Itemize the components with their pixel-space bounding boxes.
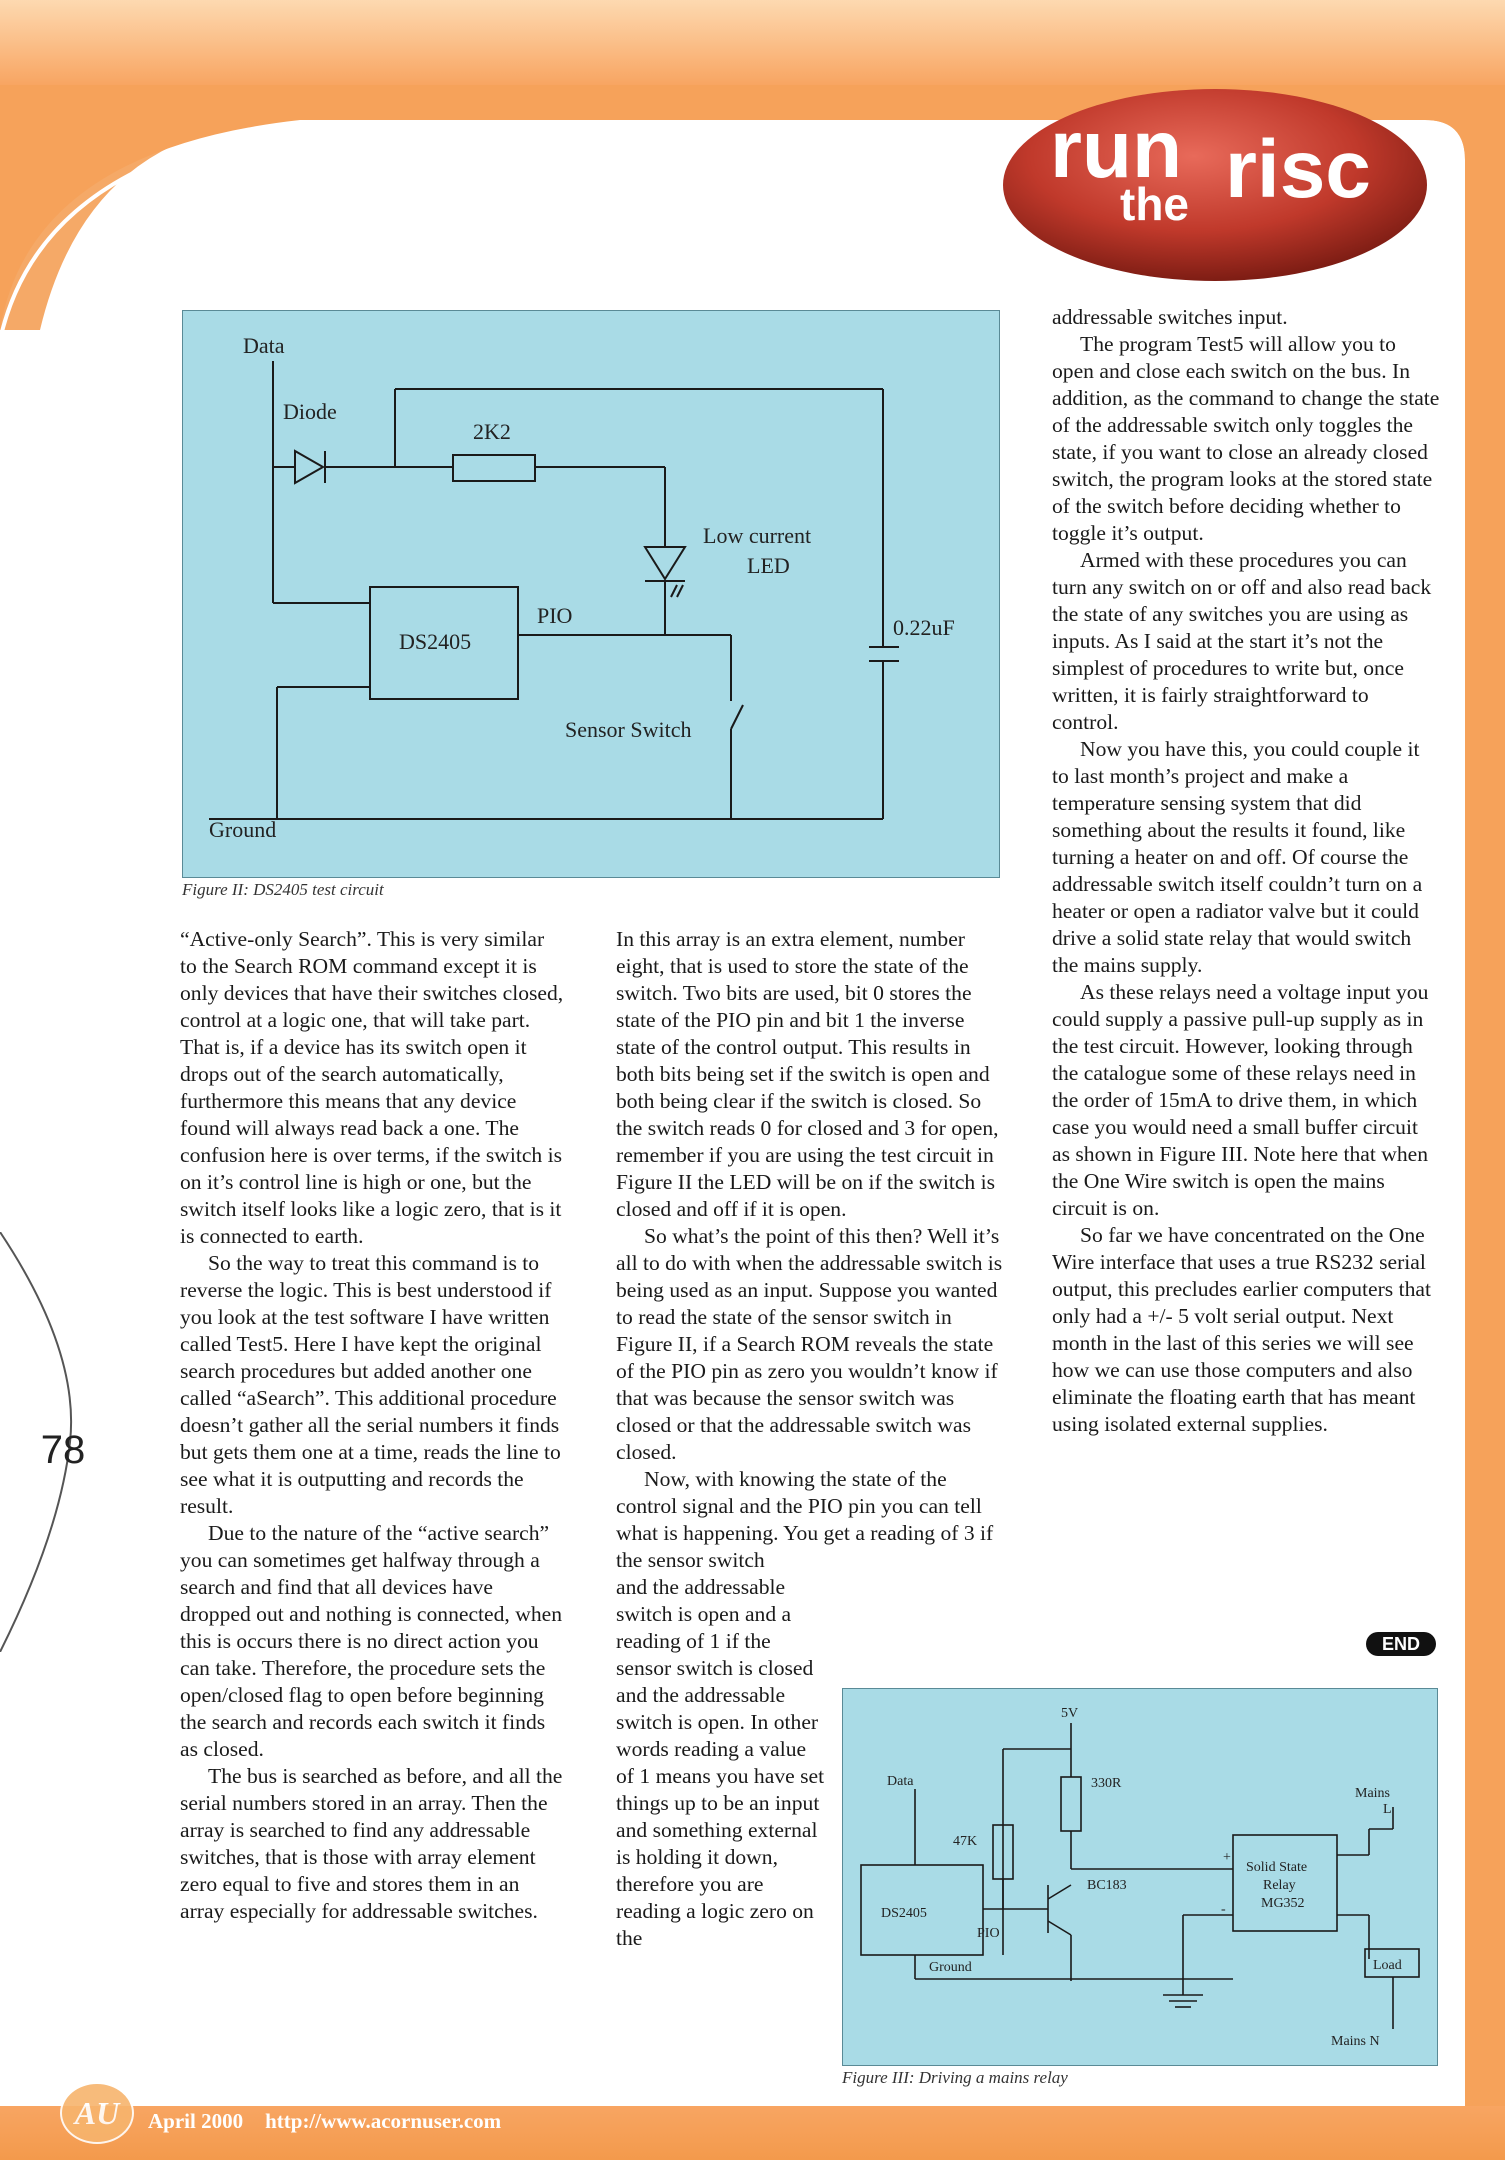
end-badge: END xyxy=(1366,1632,1436,1656)
page-number: 78 xyxy=(40,1428,86,1472)
label-pio: PIO xyxy=(977,1926,1000,1941)
label-minus: - xyxy=(1221,1902,1226,1917)
label-5v: 5V xyxy=(1061,1706,1078,1721)
figure-iii-caption: Figure III: Driving a mains relay xyxy=(842,2068,1068,2087)
label-l: L xyxy=(1383,1802,1392,1817)
run-the-risc-logo: run the risc xyxy=(1000,85,1430,285)
website-url: http://www.acornuser.com xyxy=(265,2109,502,2133)
logo-text-risc: risc xyxy=(1225,124,1371,215)
paragraph: As these relays need a voltage input you… xyxy=(1052,980,1429,1220)
label-plus: + xyxy=(1223,1850,1231,1865)
paragraph: Due to the nature of the “active search”… xyxy=(180,1521,563,1761)
paragraph: So the way to treat this command is to r… xyxy=(180,1251,561,1518)
label-data: Data xyxy=(887,1774,914,1789)
article-column-2: In this array is an extra element, numbe… xyxy=(616,926,1006,1952)
paragraph: Now, with knowing the state of the contr… xyxy=(616,1467,994,1572)
label-sensor-switch: Sensor Switch xyxy=(565,717,692,742)
label-diode: Diode xyxy=(283,399,337,424)
issue-date: April 2000 xyxy=(148,2109,244,2133)
paragraph: Now you have this, you could couple it t… xyxy=(1052,737,1423,977)
paragraph: So what’s the point of this then? Well i… xyxy=(616,1224,1003,1464)
label-data: Data xyxy=(243,333,285,358)
label-relay: Relay xyxy=(1263,1878,1296,1893)
logo-text-run: run xyxy=(1050,104,1182,195)
label-pio: PIO xyxy=(537,603,572,628)
label-ground: Ground xyxy=(929,1960,972,1975)
label-solid-state: Solid State xyxy=(1246,1860,1307,1875)
label-mg352: MG352 xyxy=(1261,1896,1305,1911)
paragraph: The program Test5 will allow you to open… xyxy=(1052,332,1440,545)
header-band xyxy=(0,0,1505,85)
paragraph: and the addressable switch is open and a… xyxy=(616,1575,825,1950)
label-low-current: Low current xyxy=(703,523,811,548)
article-column-3: addressable switches input. The program … xyxy=(1052,304,1440,1438)
figure-iii-circuit: 5V Data 330R Mains L 47K + Solid State R… xyxy=(842,1688,1438,2066)
logo-text-the: the xyxy=(1120,178,1189,230)
label-330r: 330R xyxy=(1091,1776,1122,1791)
footer-band xyxy=(0,2106,1505,2160)
label-capacitor: 0.22uF xyxy=(893,615,955,640)
label-led: LED xyxy=(747,553,790,578)
footer-text: April 2000 http://www.acornuser.com xyxy=(148,2108,501,2134)
article-column-1: “Active-only Search”. This is very simil… xyxy=(180,926,565,1925)
label-ds2405: DS2405 xyxy=(881,1906,927,1921)
label-bc183: BC183 xyxy=(1087,1878,1127,1893)
figure-ii-caption: Figure II: DS2405 test circuit xyxy=(182,880,384,899)
page-tab xyxy=(0,1232,73,1652)
paragraph: In this array is an extra element, numbe… xyxy=(616,927,999,1221)
paragraph: The bus is searched as before, and all t… xyxy=(180,1764,563,1923)
paragraph: “Active-only Search”. This is very simil… xyxy=(180,927,564,1248)
acorn-user-logo: AU xyxy=(60,2082,134,2144)
paragraph: addressable switches input. xyxy=(1052,305,1288,329)
label-ground: Ground xyxy=(209,817,276,842)
label-mains: Mains xyxy=(1355,1786,1390,1801)
figure-ii-circuit: Data Diode 2K2 Low current LED DS2405 PI… xyxy=(182,310,1000,878)
label-2k2: 2K2 xyxy=(473,419,511,444)
label-ds2405: DS2405 xyxy=(399,629,471,654)
label-mains-n: Mains N xyxy=(1331,2034,1380,2049)
paragraph: Armed with these procedures you can turn… xyxy=(1052,548,1432,734)
logo-text: AU xyxy=(74,2095,120,2131)
paragraph: So far we have concentrated on the One W… xyxy=(1052,1223,1431,1436)
label-47k: 47K xyxy=(953,1834,977,1849)
label-load: Load xyxy=(1373,1958,1402,1973)
